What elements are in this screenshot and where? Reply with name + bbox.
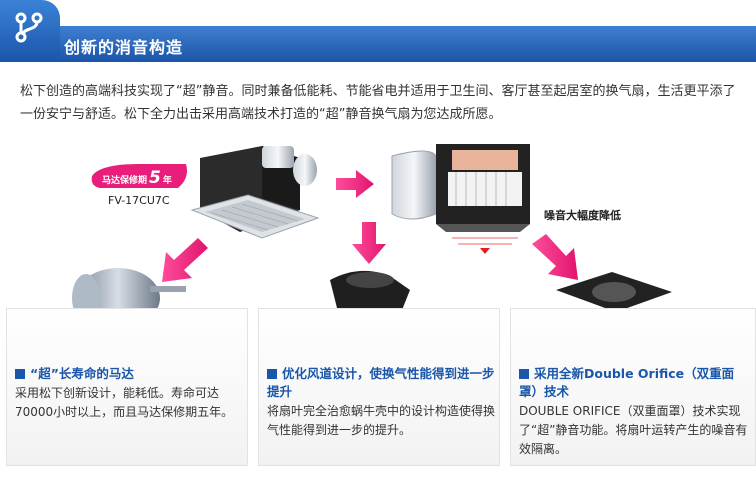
fan-unit-image [190, 146, 320, 239]
scroll-casing-image [330, 270, 410, 320]
arrow-down-right-icon [532, 234, 578, 280]
page-title: 创新的消音构造 [64, 38, 184, 57]
arrow-down-icon [352, 222, 386, 264]
feature-text: 将扇叶完全治愈蜗牛壳中的设计构造使得换气性能得到进一步的提升。 [267, 404, 496, 437]
feature-panel-motor: “超”长寿命的马达 采用松下创新设计，能耗低。寿命可达70000小时以上，而且马… [6, 308, 248, 466]
fan-cutaway-image [391, 144, 530, 254]
feature-panels: “超”长寿命的马达 采用松下创新设计，能耗低。寿命可达70000小时以上，而且马… [6, 308, 756, 468]
model-number: FV-17CU7C [108, 194, 170, 207]
feature-title: 采用全新Double Orifice（双重面罩）技术 [519, 366, 735, 399]
branch-icon [15, 12, 43, 43]
badge-unit: 年 [162, 176, 172, 186]
feature-title: 优化风道设计，使换气性能得到进一步提升 [267, 366, 495, 399]
bullet-square-icon [519, 369, 529, 379]
warranty-badge [91, 164, 187, 188]
double-orifice-image [556, 272, 672, 312]
badge-label: 马达保修期 [102, 176, 148, 186]
bullet-square-icon [267, 369, 277, 379]
intro-text: 松下创造的高端科技实现了“超”静音。同时兼备低能耗、节能省电并适用于卫生间、客厅… [20, 84, 736, 122]
feature-panel-airflow: 优化风道设计，使换气性能得到进一步提升 将扇叶完全治愈蜗牛壳中的设计构造使得换气… [258, 308, 500, 466]
feature-text: 采用松下创新设计，能耗低。寿命可达70000小时以上，而且马达保修期五年。 [15, 386, 234, 419]
bullet-square-icon [15, 369, 25, 379]
feature-title: “超”长寿命的马达 [15, 365, 245, 383]
feature-panel-orifice: 采用全新Double Orifice（双重面罩）技术 DOUBLE ORIFIC… [510, 308, 756, 466]
arrow-down-left-icon [162, 238, 208, 282]
header-tab [0, 0, 60, 62]
section-header: 创新的消音构造 [0, 0, 756, 64]
arrow-right-icon [336, 170, 374, 198]
header-bar [0, 26, 756, 62]
badge-number: 5 [149, 168, 161, 188]
noise-reduction-label: 噪音大幅度降低 [544, 209, 621, 222]
feature-text: DOUBLE ORIFICE（双重面罩）技术实现了“超”静音功能。将扇叶运转产生… [519, 404, 748, 456]
